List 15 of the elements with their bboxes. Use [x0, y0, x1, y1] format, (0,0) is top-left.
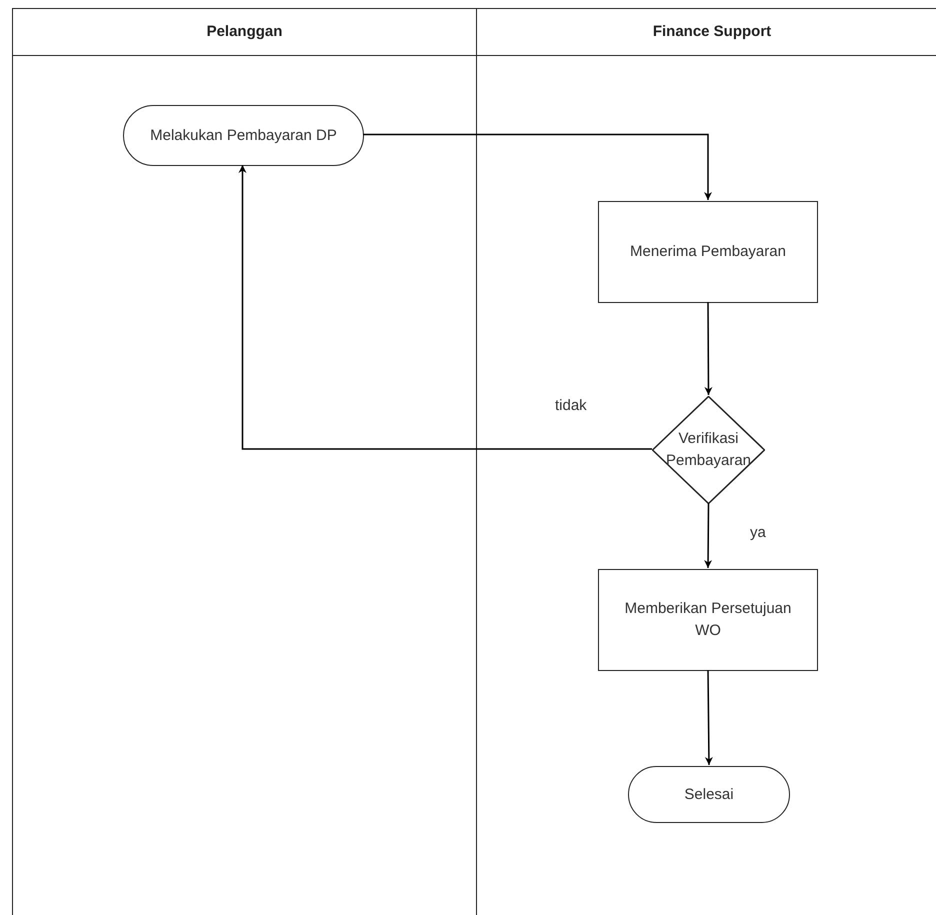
node-label: Menerima Pembayaran	[630, 242, 786, 262]
arrow	[704, 503, 712, 568]
node-label: Memberikan Persetujuan WO	[624, 599, 792, 641]
arrow	[363, 134, 712, 200]
node-label: Verifikasi Pembayaran	[664, 429, 752, 471]
arrow	[704, 670, 713, 765]
lane-title: Finance Support	[652, 22, 772, 42]
swimlane	[12, 8, 477, 915]
arrow	[704, 302, 712, 395]
lane-title: Pelanggan	[206, 22, 282, 42]
node-label: Selesai	[684, 784, 734, 804]
process-box	[598, 569, 818, 671]
node-label: Melakukan Pembayaran DP	[150, 126, 337, 146]
arrow	[238, 165, 652, 450]
process-box	[598, 201, 818, 303]
